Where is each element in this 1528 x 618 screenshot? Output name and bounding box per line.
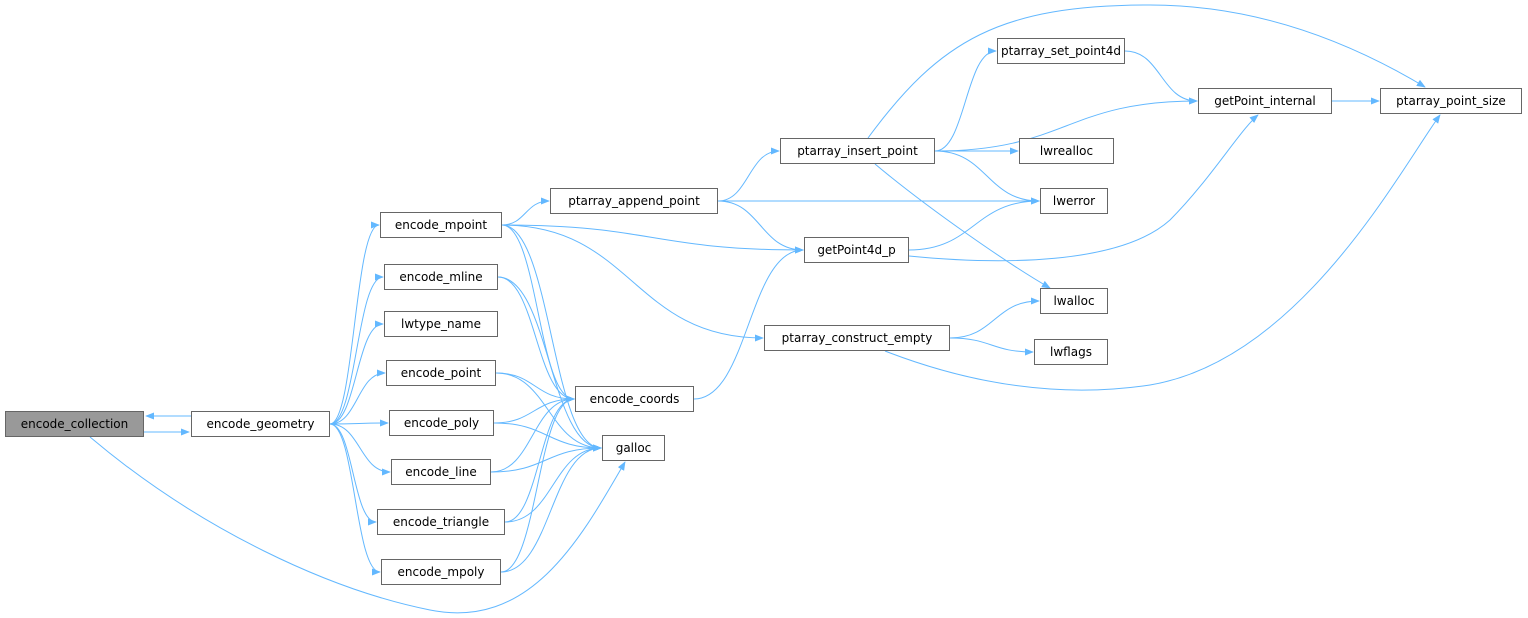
node-ptarray-set-point4d[interactable]: ptarray_set_point4d <box>997 38 1125 64</box>
edge-getPoint4d-p-to-lwerror <box>908 197 1040 251</box>
edge-ptarray-insert-point-to-lwerror <box>934 150 1040 205</box>
edge-encode-mline-to-galloc <box>497 276 602 452</box>
node-ptarray-append-point[interactable]: ptarray_append_point <box>550 188 718 214</box>
edge-getPoint4d-p-to-getPoint-internal <box>908 114 1259 262</box>
node-lwalloc[interactable]: lwalloc <box>1040 288 1108 314</box>
node-encode-mpoint[interactable]: encode_mpoint <box>380 212 502 238</box>
node-lwerror[interactable]: lwerror <box>1040 188 1108 214</box>
edge-ptarray-insert-point-to-lwalloc <box>874 163 1051 289</box>
node-lwrealloc[interactable]: lwrealloc <box>1019 138 1114 164</box>
edge-encode-geometry-to-encode-point <box>329 369 386 425</box>
node-encode-geometry[interactable]: encode_geometry <box>191 411 330 437</box>
edge-encode-point-to-galloc <box>495 372 602 452</box>
edge-encode-geometry-to-encode-mpoly <box>329 423 381 576</box>
edge-encode-geometry-to-encode-mline <box>329 273 384 425</box>
node-encode-poly[interactable]: encode_poly <box>389 410 494 436</box>
edge-encode-geometry-to-encode-line <box>329 423 391 476</box>
node-encode-triangle[interactable]: encode_triangle <box>377 509 505 535</box>
node-getPoint4d-p[interactable]: getPoint4d_p <box>804 237 909 263</box>
node-encode-collection: encode_collection <box>5 411 144 437</box>
edge-ptarray-construct-empty-to-lwflags <box>949 337 1034 356</box>
node-ptarray-point-size[interactable]: ptarray_point_size <box>1380 88 1522 114</box>
edge-encode-mpoint-to-ptarray-append-point <box>501 197 550 226</box>
edge-encode-mpoint-to-getPoint4d-p <box>501 224 804 254</box>
edge-ptarray-append-point-to-ptarray-insert-point <box>717 147 780 202</box>
node-lwtype-name[interactable]: lwtype_name <box>384 311 498 337</box>
edge-encode-line-to-galloc <box>490 444 602 473</box>
node-encode-mline[interactable]: encode_mline <box>384 264 498 290</box>
node-getPoint-internal[interactable]: getPoint_internal <box>1198 88 1332 114</box>
edge-encode-mpoint-to-galloc <box>501 224 602 452</box>
edge-ptarray-insert-point-to-getPoint-internal <box>934 97 1198 152</box>
node-galloc[interactable]: galloc <box>602 435 665 461</box>
edge-encode-mline-to-encode-coords <box>497 276 575 403</box>
node-encode-line[interactable]: encode_line <box>391 459 491 485</box>
node-encode-point[interactable]: encode_point <box>386 360 496 386</box>
edge-encode-geometry-to-encode-poly <box>329 419 389 427</box>
edge-ptarray-append-point-to-getPoint4d-p <box>717 200 804 254</box>
edge-encode-mpoint-to-ptarray-construct-empty <box>501 224 764 342</box>
edge-encode-geometry-to-encode-mpoint <box>329 221 380 425</box>
edge-ptarray-set-point4d-to-getPoint-internal <box>1124 50 1198 105</box>
edge-encode-geometry-to-encode-triangle <box>329 423 377 526</box>
edge-ptarray-construct-empty-to-lwalloc <box>949 297 1040 339</box>
edge-encode-mpoly-to-galloc <box>500 444 602 573</box>
node-ptarray-construct-empty[interactable]: ptarray_construct_empty <box>764 325 950 351</box>
edge-encode-triangle-to-encode-coords <box>504 395 575 523</box>
edge-ptarray-insert-point-to-ptarray-point-size <box>867 4 1426 139</box>
edge-ptarray-insert-point-to-ptarray-set-point4d <box>934 47 997 152</box>
node-ptarray-insert-point[interactable]: ptarray_insert_point <box>780 138 935 164</box>
edge-encode-line-to-encode-coords <box>490 395 575 473</box>
node-encode-coords[interactable]: encode_coords <box>575 386 694 412</box>
node-lwflags[interactable]: lwflags <box>1034 339 1108 365</box>
edge-encode-collection-to-galloc <box>89 436 626 614</box>
edge-encode-coords-to-getPoint4d-p <box>693 246 804 400</box>
edge-encode-mpoly-to-encode-coords <box>500 395 575 573</box>
node-encode-mpoly[interactable]: encode_mpoly <box>381 559 501 585</box>
edge-encode-mpoint-to-encode-coords <box>501 224 575 403</box>
edge-encode-triangle-to-galloc <box>504 444 602 523</box>
edge-encode-poly-to-encode-coords <box>493 395 575 424</box>
edge-ptarray-construct-empty-to-ptarray-point-size <box>884 114 1441 391</box>
edge-encode-geometry-to-lwtype-name <box>329 320 384 425</box>
